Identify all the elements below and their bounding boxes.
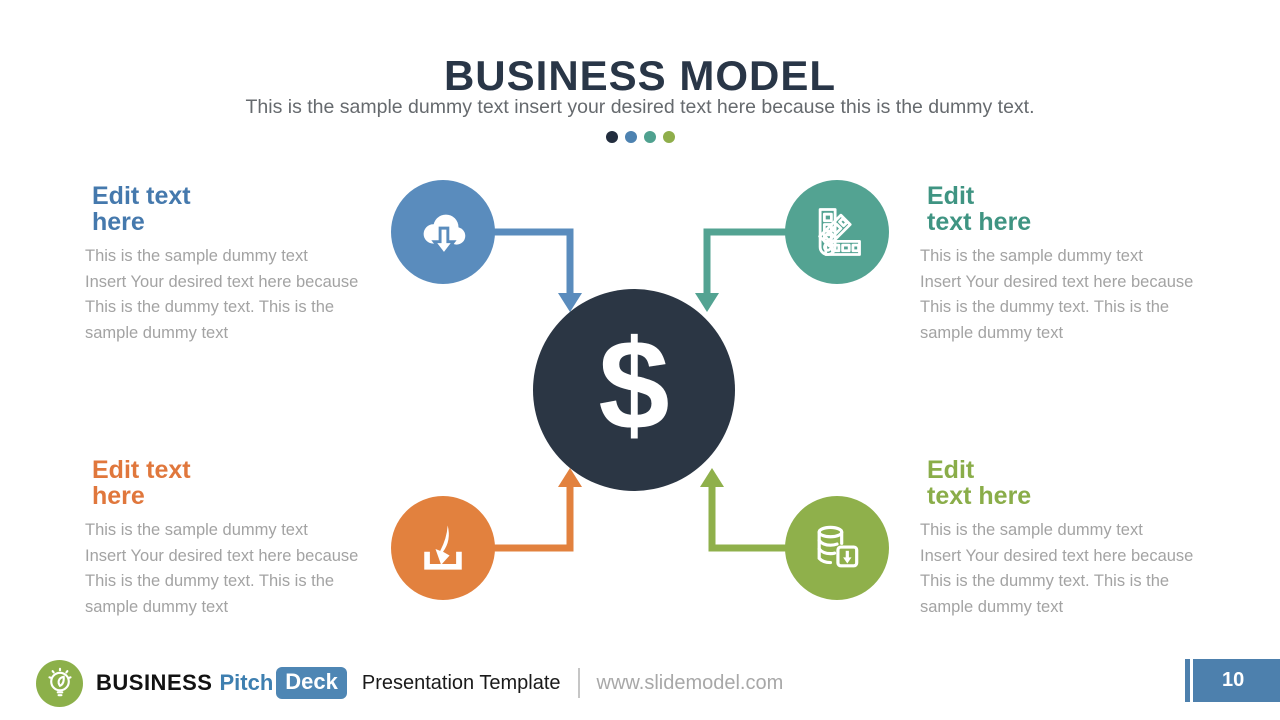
arrow-down-blue-icon — [558, 293, 582, 312]
cloud-download-icon — [423, 214, 466, 257]
dot-blue-icon — [624, 131, 637, 143]
brand-wordmark: BUSINESS Pitch Deck — [96, 667, 347, 699]
node-top-left — [391, 180, 495, 284]
placeholder-body: This is the sample dummy text Insert You… — [85, 521, 359, 616]
template-label: Presentation Template — [361, 671, 561, 694]
idea-bulb-icon — [47, 667, 72, 697]
node-center-revenue: $ — [533, 289, 735, 491]
database-download-icon — [817, 525, 859, 568]
page-title: BUSINESS MODEL — [443, 52, 837, 99]
arrow-down-teal-icon — [695, 293, 719, 312]
brand-business-label: BUSINESS — [96, 670, 213, 695]
dot-green-icon — [662, 131, 675, 143]
footer: BUSINESS Pitch Deck Presentation Templat… — [36, 659, 783, 707]
slide-subtitle: This is the sample dummy text insert you… — [245, 96, 1035, 118]
arrow-up-green-icon — [700, 468, 724, 487]
tray-download-icon — [424, 525, 462, 570]
page-number-badge: 10 — [1193, 659, 1280, 702]
node-bottom-right — [785, 496, 889, 600]
color-swatches-icon — [818, 208, 861, 256]
arrow-up-orange-icon — [558, 468, 582, 487]
brand-logo — [36, 659, 83, 707]
page-number-stripe — [1185, 659, 1190, 702]
brand-pitch-label: Pitch — [219, 670, 274, 695]
node-top-right — [785, 180, 889, 284]
placeholder-body: This is the sample dummy text Insert You… — [920, 247, 1194, 342]
accent-dots — [0, 131, 1280, 143]
dot-teal-icon — [643, 131, 656, 143]
placeholder-body: This is the sample dummy text Insert You… — [920, 521, 1194, 616]
footer-divider — [577, 668, 580, 698]
placeholder-body: This is the sample dummy text Insert You… — [85, 247, 359, 342]
node-bottom-left — [391, 496, 495, 600]
website-label: www.slidemodel.com — [596, 671, 784, 694]
brand-deck-badge: Deck — [276, 667, 347, 699]
dollar-icon: $ — [598, 314, 670, 457]
dot-navy-icon — [605, 131, 618, 143]
